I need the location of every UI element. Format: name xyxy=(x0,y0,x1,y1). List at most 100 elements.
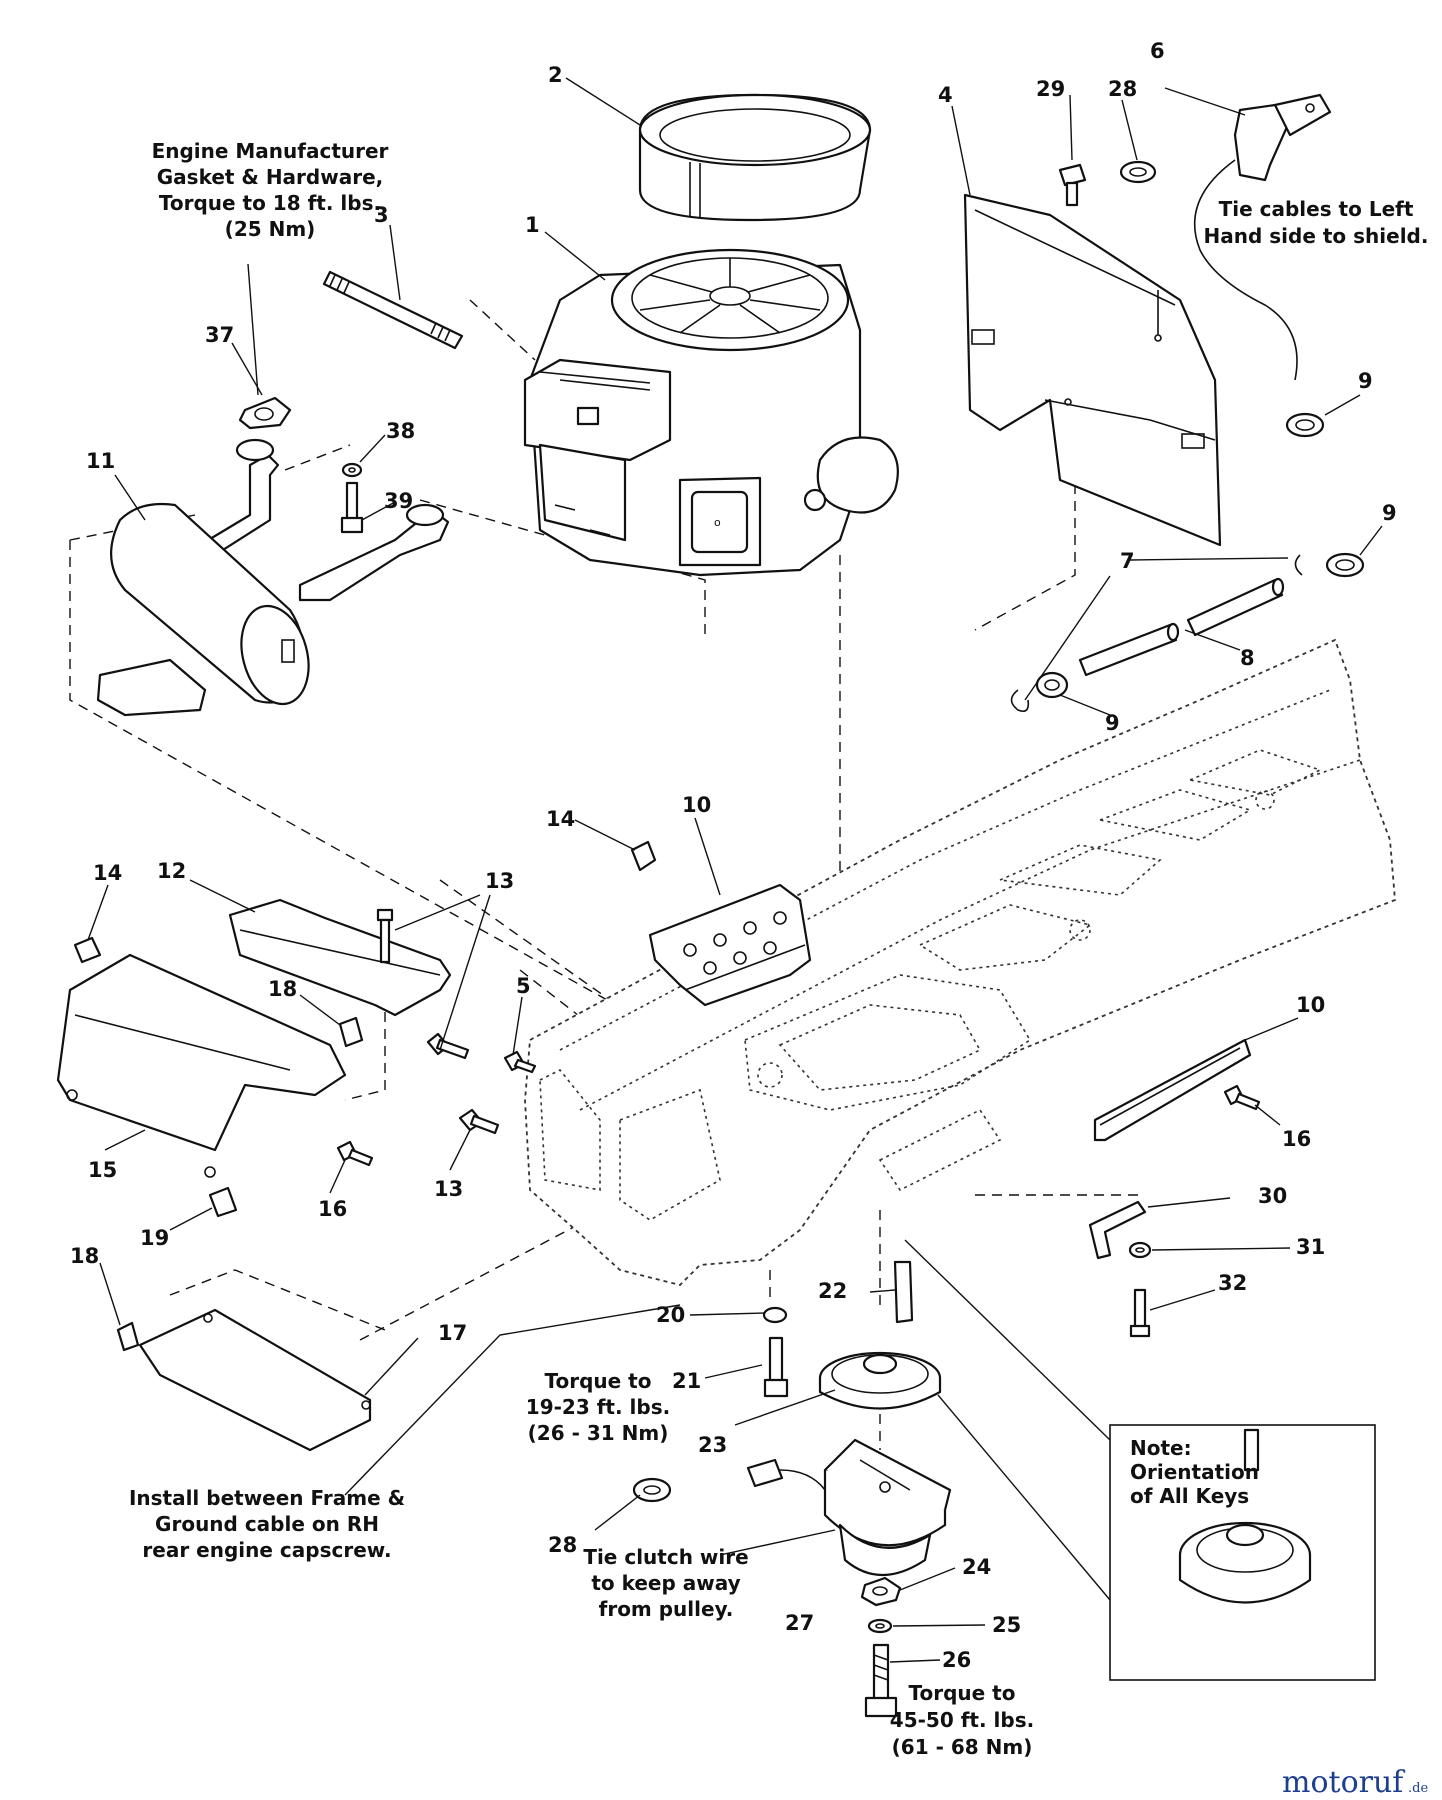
part-13-bolt-top xyxy=(376,908,394,964)
note-ground-cable: Install between Frame & Ground cable on … xyxy=(129,1486,405,1562)
callout-26: 26 xyxy=(942,1648,971,1672)
callout-9-c: 9 xyxy=(1105,711,1120,735)
svg-text:Note:: Note: xyxy=(1130,1436,1192,1460)
note-keys-orientation: Note: Orientation of All Keys xyxy=(1130,1436,1259,1508)
part-32-bolt xyxy=(1129,1288,1151,1338)
svg-text:Gasket & Hardware,: Gasket & Hardware, xyxy=(157,165,383,189)
callout-5: 5 xyxy=(516,974,531,998)
part-10-shield-upper xyxy=(648,883,812,1007)
callout-7: 7 xyxy=(1120,549,1135,573)
part-1-engine: o xyxy=(523,248,899,577)
part-20-washer xyxy=(762,1306,788,1324)
part-19-clip xyxy=(208,1186,238,1218)
part-39-bolt xyxy=(340,481,364,534)
svg-text:Engine Manufacturer: Engine Manufacturer xyxy=(152,139,389,163)
callout-38: 38 xyxy=(386,419,415,443)
callout-18-a: 18 xyxy=(268,977,297,1001)
part-3-stud xyxy=(322,270,464,350)
part-37-gasket xyxy=(238,396,292,430)
svg-text:.de: .de xyxy=(1408,1781,1428,1796)
part-15-bracket xyxy=(56,953,347,1178)
callout-2: 2 xyxy=(548,63,563,87)
svg-text:Install between Frame &: Install between Frame & xyxy=(129,1486,405,1510)
part-4-heat-shield xyxy=(963,193,1222,547)
svg-text:Ground cable on RH: Ground cable on RH xyxy=(155,1512,379,1536)
callout-14-a: 14 xyxy=(546,807,575,831)
callout-37: 37 xyxy=(205,323,234,347)
callout-28-a: 28 xyxy=(1108,77,1137,101)
callout-10-b: 10 xyxy=(1296,993,1325,1017)
callout-32: 32 xyxy=(1218,1271,1247,1295)
callout-16-b: 16 xyxy=(1282,1127,1311,1151)
part-28-clip-top xyxy=(1119,160,1157,184)
callout-9-a: 9 xyxy=(1358,369,1373,393)
callout-12: 12 xyxy=(157,859,186,883)
svg-text:(26 - 31 Nm): (26 - 31 Nm) xyxy=(528,1421,669,1445)
part-12-bracket xyxy=(228,898,452,1017)
part-29-bolt xyxy=(1058,163,1087,207)
callout-39: 39 xyxy=(384,489,413,513)
part-16-bolt-right xyxy=(1223,1084,1261,1111)
svg-text:45-50 ft. lbs.: 45-50 ft. lbs. xyxy=(890,1708,1034,1732)
keys-note-inset xyxy=(1109,1424,1376,1681)
svg-text:Torque to: Torque to xyxy=(545,1369,652,1393)
part-9-clamp-b xyxy=(1325,552,1365,578)
part-27-clutch xyxy=(746,1438,952,1577)
leader-lines xyxy=(87,77,1383,1663)
svg-text:from pulley.: from pulley. xyxy=(599,1597,734,1621)
note-torque-pulley: Torque to 45-50 ft. lbs. (61 - 68 Nm) xyxy=(890,1681,1034,1759)
callout-13-b: 13 xyxy=(434,1177,463,1201)
tractor-frame xyxy=(524,638,1396,1286)
callout-20: 20 xyxy=(656,1303,685,1327)
callout-16-a: 16 xyxy=(318,1197,347,1221)
callout-30: 30 xyxy=(1258,1184,1287,1208)
part-9-clamp-a xyxy=(1285,412,1325,438)
callout-24: 24 xyxy=(962,1555,991,1579)
callout-17: 17 xyxy=(438,1321,467,1345)
callout-6: 6 xyxy=(1150,39,1165,63)
part-17-plate xyxy=(138,1308,372,1452)
part-11-muffler xyxy=(96,438,450,717)
svg-text:to keep away: to keep away xyxy=(591,1571,740,1595)
part-10-shield-right xyxy=(1093,1038,1252,1142)
part-24-nut xyxy=(860,1576,902,1607)
callout-22: 22 xyxy=(818,1279,847,1303)
part-14-clip-upper xyxy=(630,840,657,872)
part-13-bolt-lower xyxy=(458,1108,500,1135)
callout-4: 4 xyxy=(938,83,953,107)
part-2-belt-guard xyxy=(638,93,872,222)
callout-21: 21 xyxy=(672,1369,701,1393)
svg-text:(61 - 68 Nm): (61 - 68 Nm) xyxy=(892,1735,1033,1759)
part-30-key xyxy=(1088,1200,1147,1260)
callout-19: 19 xyxy=(140,1226,169,1250)
callout-13-a: 13 xyxy=(485,869,514,893)
part-38-washer xyxy=(341,462,363,478)
callout-1: 1 xyxy=(525,213,540,237)
part-18-clip-mid xyxy=(338,1016,364,1048)
part-14-clip-left xyxy=(73,936,102,964)
callout-14-b: 14 xyxy=(93,861,122,885)
svg-text:rear engine capscrew.: rear engine capscrew. xyxy=(142,1538,391,1562)
svg-text:Orientation: Orientation xyxy=(1130,1460,1259,1484)
part-13-bolt-right xyxy=(426,1032,470,1060)
callout-25: 25 xyxy=(992,1613,1021,1637)
svg-text:o: o xyxy=(714,516,721,529)
callout-labels: 1 2 3 4 5 6 7 8 9 9 9 10 10 11 12 13 13 … xyxy=(70,39,1397,1672)
callout-8: 8 xyxy=(1240,646,1255,670)
part-22-key xyxy=(893,1260,914,1324)
svg-text:Hand side to shield.: Hand side to shield. xyxy=(1204,224,1429,248)
part-6-cable xyxy=(1193,93,1332,381)
callout-23: 23 xyxy=(698,1433,727,1457)
callout-18-b: 18 xyxy=(70,1244,99,1268)
svg-text:of All Keys: of All Keys xyxy=(1130,1484,1249,1508)
part-5-bolt xyxy=(503,1050,537,1074)
callout-9-b: 9 xyxy=(1382,501,1397,525)
part-9-clamp-c xyxy=(1035,671,1069,699)
part-16-bolt-left xyxy=(336,1140,374,1167)
callout-27: 27 xyxy=(785,1611,814,1635)
callout-15: 15 xyxy=(88,1158,117,1182)
svg-text:Torque to: Torque to xyxy=(909,1681,1016,1705)
note-gasket-hardware: Engine Manufacturer Gasket & Hardware, T… xyxy=(152,139,389,241)
part-31-washer xyxy=(1128,1241,1152,1259)
svg-text:Tie clutch wire: Tie clutch wire xyxy=(583,1545,748,1569)
